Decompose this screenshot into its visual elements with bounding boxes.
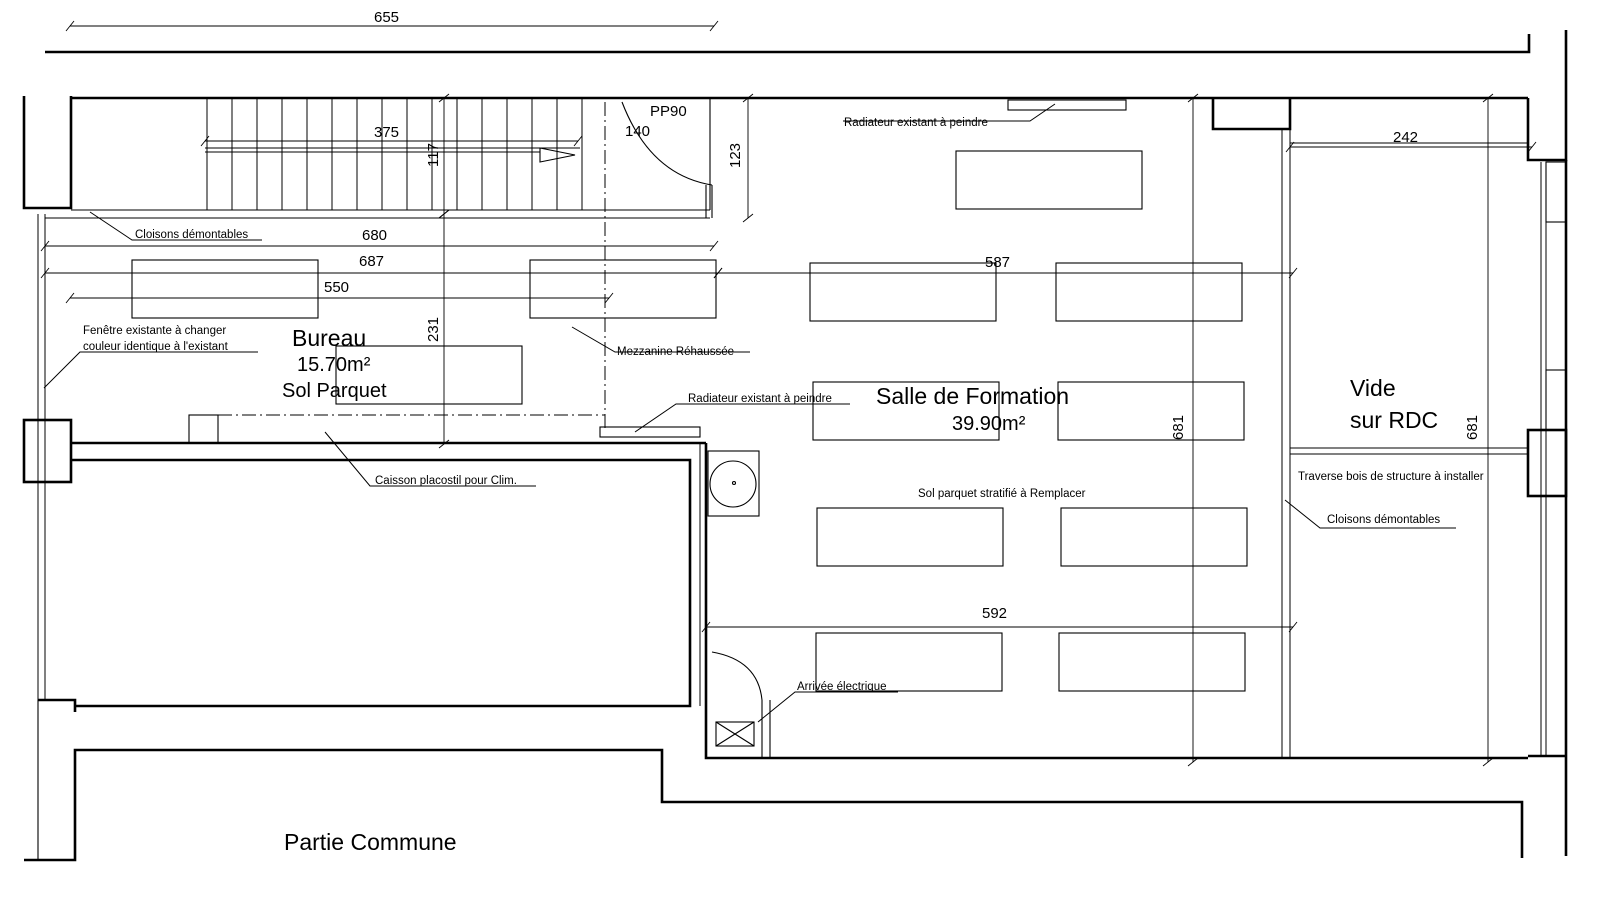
door-code: PP90 [650, 103, 687, 120]
dim-655: 655 [374, 9, 399, 26]
dim-tick [742, 213, 754, 223]
dim-tick [709, 240, 719, 252]
dim-681-right: 681 [1464, 415, 1481, 440]
dim-tick [1288, 621, 1298, 633]
dim-tick [1187, 93, 1199, 103]
partie-commune-label: Partie Commune [284, 829, 457, 855]
mezzanine-outline [218, 102, 606, 430]
left-outer-wall [22, 96, 1524, 862]
annotation-radiateur-bas: Radiateur existant à peindre [688, 393, 832, 405]
dim-687: 687 [359, 253, 384, 270]
annotation-mezzanine: Mezzanine Réhaussée [617, 346, 734, 358]
bureau-floor: Sol Parquet [282, 380, 387, 402]
tables [131, 150, 1248, 692]
electrical-cabinet [711, 651, 771, 758]
table [809, 262, 997, 322]
dim-tick [713, 267, 723, 279]
leader-lines [43, 103, 1456, 723]
sink [707, 450, 760, 517]
dim-587: 587 [985, 254, 1010, 271]
dim-tick [742, 93, 754, 103]
dim-242: 242 [1393, 129, 1418, 146]
table [1057, 381, 1245, 441]
annotation-fenetre-l1: Fenêtre existante à changer [83, 325, 226, 337]
dim-tick [1482, 757, 1494, 767]
main-upper-wall [71, 30, 1568, 856]
table [815, 632, 1003, 692]
dim-680: 680 [362, 227, 387, 244]
table [1058, 632, 1246, 692]
dim-140: 140 [625, 123, 650, 140]
dim-tick [1482, 93, 1494, 103]
annotation-radiateur-haut: Radiateur existant à peindre [844, 117, 988, 129]
dim-tick [573, 135, 583, 147]
dim-123: 123 [727, 143, 744, 168]
bureau-name: Bureau [292, 325, 366, 351]
bureau-area: 15.70m² [297, 354, 371, 376]
dim-375: 375 [374, 124, 399, 141]
dim-tick [1285, 141, 1295, 153]
dim-tick [40, 240, 50, 252]
top-boundary-line [45, 34, 1531, 54]
dim-tick [701, 621, 711, 633]
annotation-traverse: Traverse bois de structure à installer [1298, 471, 1484, 483]
dim-tick [438, 209, 450, 219]
dim-tick [1187, 757, 1199, 767]
dim-tick [200, 135, 210, 147]
salle-floor: Sol parquet stratifié à Remplacer [918, 488, 1086, 500]
annotation-cloisons-gauche: Cloisons démontables [135, 229, 248, 241]
dim-tick [65, 20, 75, 32]
staircase [205, 98, 583, 210]
table [812, 381, 1000, 441]
dim-tick [65, 292, 75, 304]
table [955, 150, 1143, 210]
right-window-frames [1526, 161, 1568, 758]
dim-tick [1527, 141, 1537, 153]
dim-tick [1288, 267, 1298, 279]
dim-231: 231 [425, 317, 442, 342]
table [1060, 507, 1248, 567]
table [816, 507, 1004, 567]
vide-line2: sur RDC [1350, 407, 1438, 433]
vide-line1: Vide [1350, 375, 1396, 401]
stair-arrow [539, 147, 576, 163]
dim-117: 117 [425, 143, 442, 167]
dim-681-left: 681 [1170, 415, 1187, 440]
salle-area: 39.90m² [952, 413, 1026, 435]
table [529, 259, 717, 319]
dim-tick [438, 93, 450, 103]
dim-592: 592 [982, 605, 1007, 622]
dim-tick [438, 439, 450, 449]
annotation-cloisons-droite: Cloisons démontables [1327, 514, 1440, 526]
dimension-lines [40, 20, 1537, 767]
radiator-top [1007, 99, 1127, 111]
bureau-lower-wall [71, 414, 1528, 760]
table [1055, 262, 1243, 322]
table [131, 259, 319, 319]
annotation-caisson: Caisson placostil pour Clim. [375, 475, 517, 487]
annotation-arrivee: Arrivée électrique [797, 681, 886, 693]
annotation-fenetre-l2: couleur identique à l'existant [83, 341, 229, 353]
dim-tick [709, 20, 719, 32]
table [335, 345, 523, 405]
dim-tick [604, 292, 614, 304]
salle-name: Salle de Formation [876, 383, 1069, 409]
dim-tick [40, 267, 50, 279]
door-pp90 [621, 98, 713, 218]
dim-550: 550 [324, 279, 349, 296]
partition-lines [1281, 129, 1528, 758]
